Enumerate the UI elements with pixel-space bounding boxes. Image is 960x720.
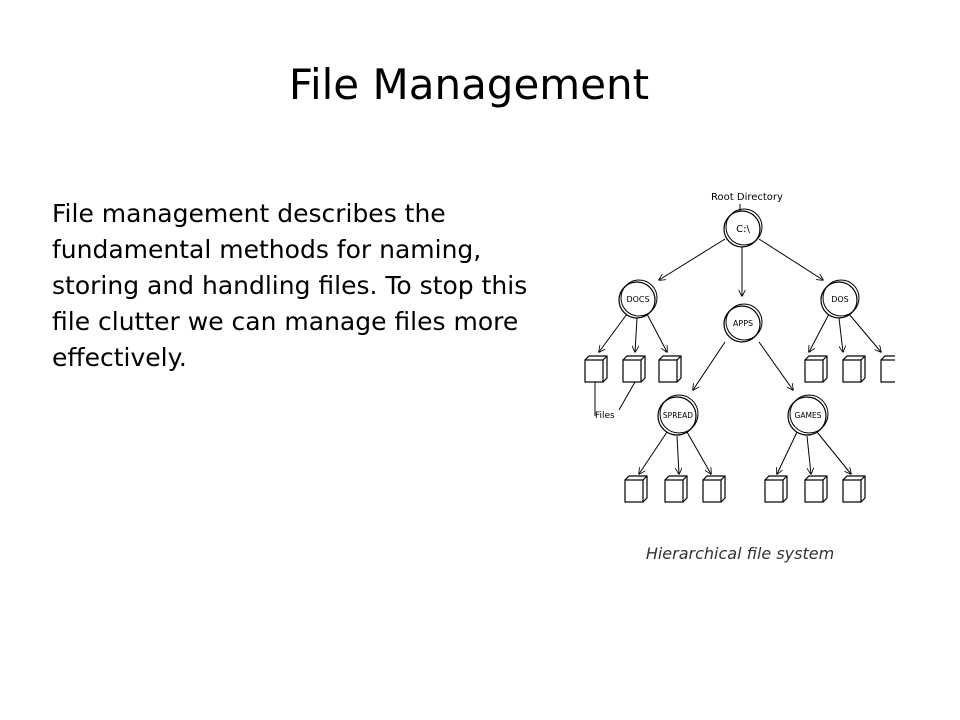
diagram-caption: Hierarchical file system — [645, 544, 835, 563]
node-games: GAMES — [787, 394, 829, 436]
body-text: File management describes the fundamenta… — [52, 199, 528, 372]
file-icon — [842, 355, 866, 383]
node-root-label: C:\ — [736, 224, 750, 235]
file-icon — [584, 355, 608, 383]
node-spread-label: SPREAD — [663, 411, 693, 420]
root-directory-label: Root Directory — [711, 192, 783, 203]
node-root: C:\ — [723, 208, 763, 248]
file-icon — [880, 355, 895, 383]
file-icon — [804, 355, 828, 383]
node-games-label: GAMES — [795, 411, 822, 420]
hierarchical-file-system-diagram: Root Directory C:\ DOCS APPS DOS — [584, 192, 895, 503]
file-icon — [664, 475, 688, 503]
file-icon — [658, 355, 682, 383]
node-dos-label: DOS — [831, 295, 849, 304]
file-icon — [624, 475, 648, 503]
node-apps: APPS — [723, 303, 763, 343]
file-icon — [622, 355, 646, 383]
node-apps-label: APPS — [733, 319, 753, 328]
file-icon — [842, 475, 866, 503]
files-label: Files — [595, 411, 615, 421]
node-docs-label: DOCS — [626, 295, 649, 304]
file-icon — [804, 475, 828, 503]
node-spread: SPREAD — [657, 394, 699, 436]
file-icon — [764, 475, 788, 503]
slide-title: File Management — [288, 60, 650, 109]
file-icon — [702, 475, 726, 503]
node-dos: DOS — [820, 279, 860, 319]
node-docs: DOCS — [618, 279, 658, 319]
